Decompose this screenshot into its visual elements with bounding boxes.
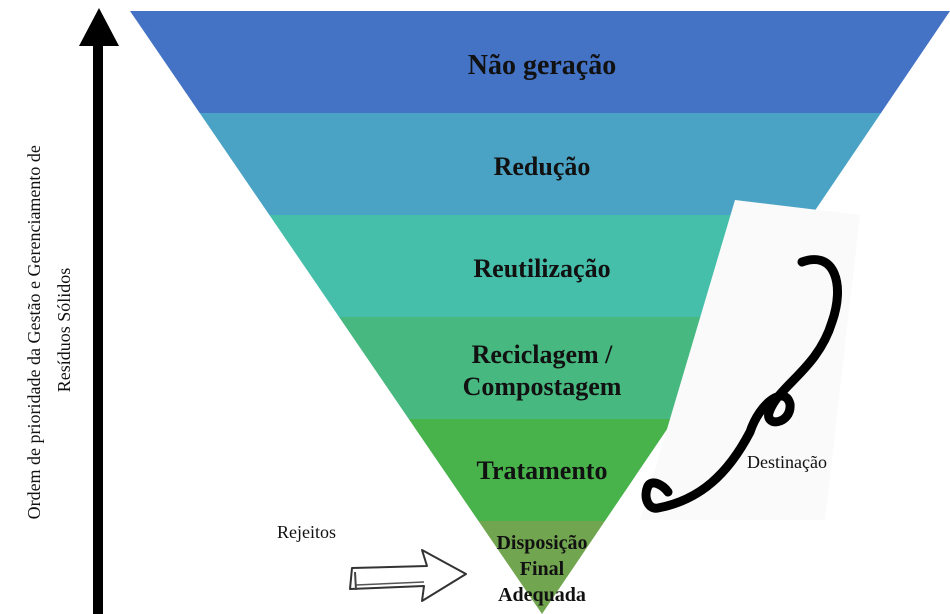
axis-label-line1: Ordem de prioridade da Gestão e Gerencia… xyxy=(24,145,44,519)
pyramid-band-disposicao xyxy=(478,521,605,614)
pyramid-label-line: Disposição xyxy=(496,532,587,554)
pyramid-band-reutilizacao xyxy=(269,215,812,317)
pyramid-label-tratamento: Tratamento xyxy=(477,456,608,485)
hand-drawn-right-arrow-icon xyxy=(349,549,467,602)
pyramid-band-tratamento xyxy=(408,419,674,521)
pyramid-label-line: Reutilização xyxy=(473,254,610,283)
pyramid-label-line: Compostagem xyxy=(463,372,622,401)
pyramid-bands xyxy=(130,11,950,614)
pyramid-label-line: Não geração xyxy=(468,50,617,81)
curly-brace-icon xyxy=(640,200,860,520)
pyramid-label-reciclagem: Reciclagem / Compostagem xyxy=(463,340,622,401)
pyramid-label-line: Adequada xyxy=(498,584,586,606)
pyramid-band-reciclagem xyxy=(339,317,743,419)
pyramid-label-line: Final xyxy=(520,558,565,580)
axis-label-line2: Resíduos Sólidos xyxy=(54,268,74,393)
axis-label: Ordem de prioridade da Gestão e Gerencia… xyxy=(24,141,74,520)
pyramid-label-reutilizacao: Reutilização xyxy=(473,254,610,283)
rejeitos-label: Rejeitos xyxy=(277,522,336,542)
pyramid-band-nao-geracao xyxy=(130,11,950,113)
pyramid-labels: Não geraçãoReduçãoReutilizaçãoReciclagem… xyxy=(463,50,622,606)
pyramid-label-line: Redução xyxy=(494,152,591,181)
up-arrow-icon xyxy=(79,8,119,614)
pyramid-label-nao-geracao: Não geração xyxy=(468,50,617,81)
pyramid-label-line: Tratamento xyxy=(477,456,608,485)
destinacao-label: Destinação xyxy=(747,452,827,472)
pyramid-label-line: Reciclagem / xyxy=(472,340,614,369)
pyramid-band-reducao xyxy=(199,113,881,215)
pyramid-label-reducao: Redução xyxy=(494,152,591,181)
